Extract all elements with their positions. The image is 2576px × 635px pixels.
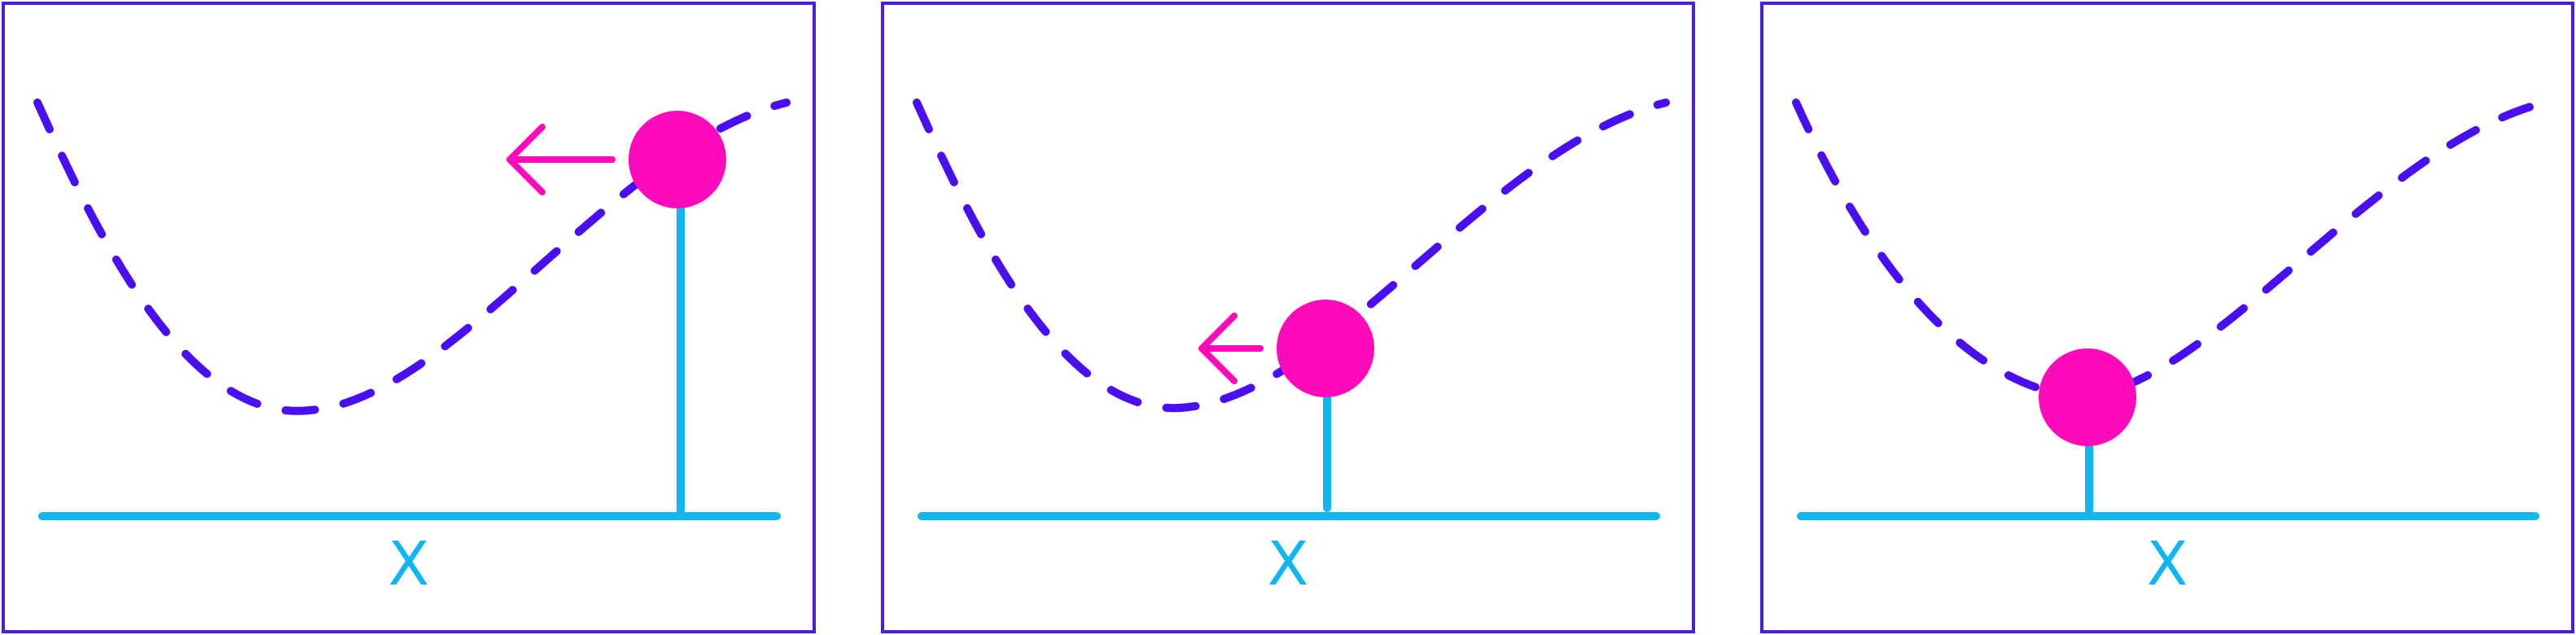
panel-1: X: [2, 2, 816, 633]
loss-curve: [1792, 99, 2549, 401]
panel-frame: [2, 2, 816, 633]
ball: [1277, 300, 1374, 397]
axis-label: X: [2147, 529, 2188, 599]
panel-3: X: [1760, 2, 2574, 633]
panel-frame: [1760, 2, 2574, 633]
ball: [2039, 348, 2136, 446]
left-arrow-icon: [506, 124, 616, 195]
axis-label: X: [388, 529, 430, 599]
left-arrow-icon: [1198, 313, 1264, 384]
panel-frame: [881, 2, 1695, 633]
ball: [629, 111, 726, 208]
axis-label: X: [1268, 529, 1309, 599]
loss-curve: [913, 99, 1670, 413]
loss-curve: [33, 99, 791, 415]
panel-2: X: [881, 2, 1695, 633]
